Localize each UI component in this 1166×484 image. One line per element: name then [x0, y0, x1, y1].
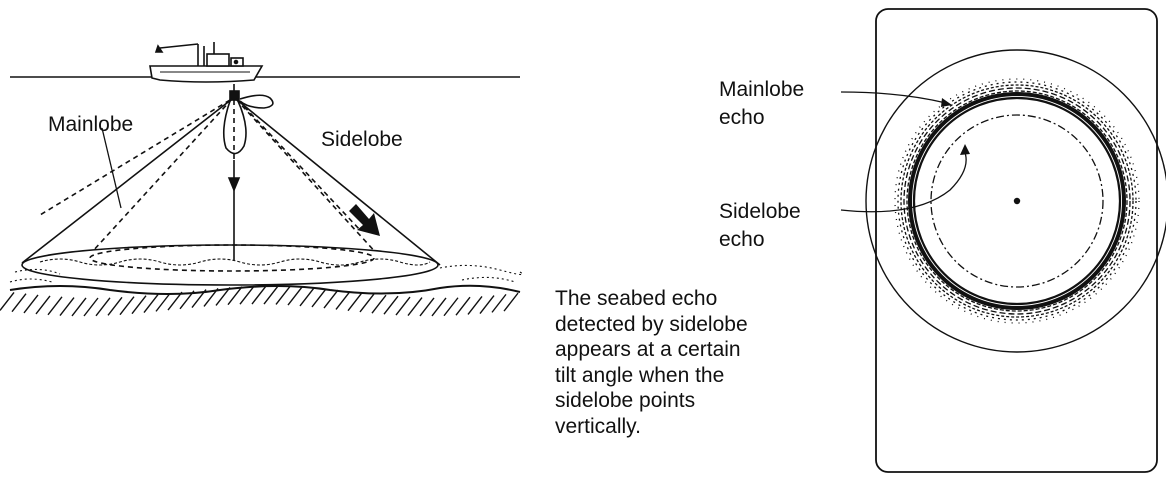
- seabed-hatch-stroke: [72, 298, 86, 316]
- seabed-hatching: [0, 286, 518, 316]
- seabed-hatch-stroke: [240, 286, 254, 304]
- mainlobe-label: Mainlobe: [48, 113, 133, 136]
- seabed-hatch-stroke: [468, 296, 482, 314]
- sidelobe-beam-right: [238, 100, 360, 230]
- seabed-hatch-stroke: [480, 296, 494, 314]
- seabed-hatch-stroke: [456, 297, 470, 315]
- seabed-hatch-stroke: [300, 288, 314, 306]
- seabed-hatch-stroke: [120, 297, 134, 315]
- seabed-hatch-stroke: [420, 298, 434, 316]
- seabed-hatch-stroke: [24, 295, 38, 313]
- seabed-hatch-stroke: [252, 286, 266, 304]
- sidelobe-echo-label-line1: Sidelobe: [719, 200, 801, 223]
- transducer-icon: [230, 84, 239, 100]
- sidelobe-pattern-down: [224, 101, 246, 154]
- seabed-hatch-stroke: [504, 293, 518, 311]
- mainlobe-footprint: [22, 245, 438, 285]
- seabed-hatch-stroke: [492, 294, 506, 312]
- seabed-hatch-stroke: [312, 289, 326, 307]
- seabed-hatch-stroke: [384, 296, 398, 314]
- seabed-hatch-stroke: [336, 291, 350, 309]
- seabed-hatch-stroke: [132, 296, 146, 314]
- down-arrow-icon: [229, 178, 239, 190]
- vessel-icon: [150, 42, 262, 82]
- sidelobe-label: Sidelobe: [321, 128, 403, 151]
- seabed-hatch-stroke: [60, 298, 74, 316]
- tilt-arrow-icon: [349, 204, 380, 236]
- beam-diagram: [0, 42, 523, 316]
- seabed-hatch-stroke: [0, 292, 14, 310]
- seabed-hatch-stroke: [84, 298, 98, 316]
- caption-line: detected by sidelobe: [555, 312, 795, 338]
- seabed-hatch-stroke: [348, 293, 362, 311]
- seabed-hatch-stroke: [108, 297, 122, 315]
- seabed-hatch-stroke: [324, 290, 338, 308]
- caption-line: tilt angle when the: [555, 363, 795, 389]
- seabed-hatch-stroke: [36, 296, 50, 314]
- seabed-hatch-stroke: [156, 293, 170, 311]
- seabed-hatch-stroke: [144, 295, 158, 313]
- seabed-hatch-stroke: [360, 294, 374, 312]
- seabed-hatch-stroke: [432, 298, 446, 316]
- mainlobe-echo-label-line1: Mainlobe: [719, 78, 804, 101]
- sidelobe-echo-label-line2: echo: [719, 228, 765, 251]
- inner-cone-right: [236, 99, 378, 255]
- caption-line: vertically.: [555, 414, 795, 440]
- own-ship-mark: [1014, 198, 1020, 204]
- sidelobe-echo-leader-arrow: [960, 144, 970, 155]
- caption-text: The seabed echo detected by sidelobe app…: [555, 286, 795, 439]
- mainlobe-echo-leader: [841, 92, 946, 103]
- seabed-hatch-stroke: [276, 286, 290, 304]
- mainlobe-echo-label-line2: echo: [719, 106, 765, 129]
- mainlobe-cone-right: [236, 99, 440, 265]
- seabed-hatch-stroke: [12, 294, 26, 312]
- caption-line: sidelobe points: [555, 388, 795, 414]
- seabed-hatch-stroke: [96, 298, 110, 316]
- seabed-hatch-stroke: [372, 295, 386, 313]
- seabed-hatch-stroke: [288, 287, 302, 305]
- seabed-hatch-stroke: [444, 298, 458, 316]
- seabed-hatch-stroke: [408, 298, 422, 316]
- seabed-hatch-stroke: [48, 297, 62, 315]
- seabed-hatch-stroke: [264, 286, 278, 304]
- seabed-hatch-stroke: [396, 297, 410, 315]
- caption-line: The seabed echo: [555, 286, 795, 312]
- caption-line: appears at a certain: [555, 337, 795, 363]
- sonar-screen: [841, 9, 1166, 472]
